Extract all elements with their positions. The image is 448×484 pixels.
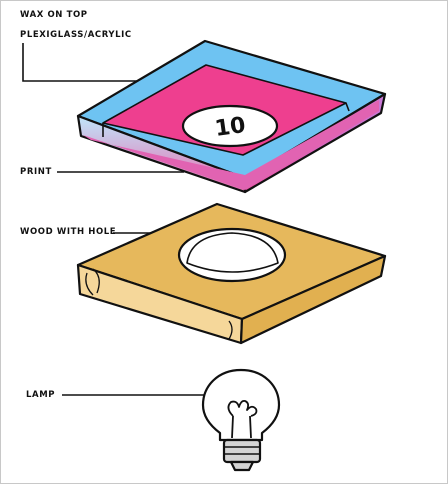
print-band (83, 100, 379, 190)
label-plexiglass: PLEXIGLASS/ACRYLIC (20, 30, 132, 40)
print-number-text: 10 (213, 113, 247, 142)
wood-layer (76, 202, 387, 345)
leader-lines (22, 43, 205, 396)
wood-hole (186, 232, 279, 273)
label-wax-on-top: WAX ON TOP (20, 10, 88, 20)
bulb-base (222, 438, 262, 464)
label-lamp: LAMP (26, 390, 56, 400)
leader-line-plexi (22, 43, 179, 82)
print-number-badge (181, 104, 279, 148)
bulb-tip (229, 460, 255, 472)
label-wood-with-hole: WOOD WITH HOLE (20, 227, 117, 237)
label-print: PRINT (20, 167, 52, 177)
bulb-filament (227, 399, 258, 439)
wood-right-face (239, 254, 387, 345)
lamp-bulb (201, 368, 281, 472)
bulb-glass (201, 368, 281, 442)
plexiglass-layer: 10 (76, 39, 387, 194)
